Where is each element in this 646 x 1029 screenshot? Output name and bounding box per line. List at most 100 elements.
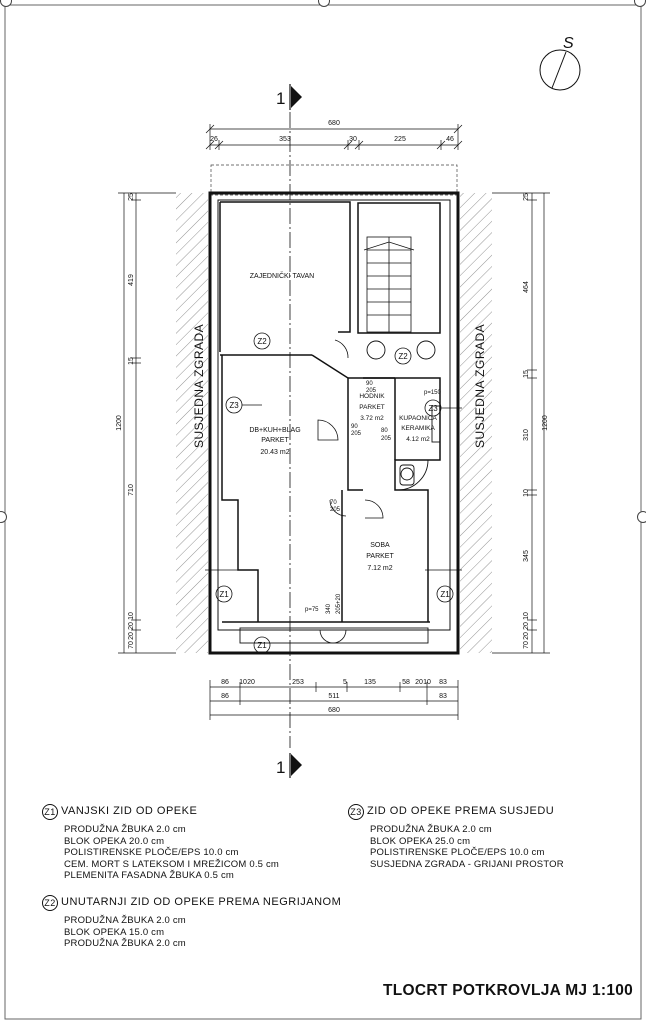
tag-z1-c: Z1 <box>257 641 267 650</box>
legend-z3-title: ZID OD OPEKE PREMA SUSJEDU <box>367 805 555 818</box>
section-label-top: 1 <box>276 89 285 108</box>
dim-left-total: 1200 <box>116 415 123 431</box>
dim-right-5: 10 <box>523 489 530 497</box>
dim-top-total: 680 <box>328 120 340 127</box>
window-label-2b: 340 <box>326 603 332 614</box>
dim-top-5: 46 <box>446 136 454 143</box>
dim-left-4: 710 <box>128 484 135 496</box>
dim-top-2: 353 <box>279 136 291 143</box>
tag-z1-b: Z1 <box>440 590 450 599</box>
legend-z2-title: UNUTARNJI ZID OD OPEKE PREMA NEGRIJANOM <box>61 896 342 909</box>
tag-z2-a: Z2 <box>257 337 267 346</box>
north-label: S <box>563 35 574 52</box>
dim-left-8: 70 <box>128 641 135 649</box>
window-label-1: p=150 <box>424 390 442 396</box>
legend-z2-line: PRODUŽNA ŽBUKA 2.0 cm <box>64 915 186 926</box>
room-bath-area: 4.12 m2 <box>406 436 430 443</box>
room-bedroom-area: 7.12 m2 <box>367 565 392 572</box>
dims-top <box>205 124 463 150</box>
legend-z3-line: SUSJEDNA ZGRADA - GRIJANI PROSTOR <box>370 858 564 870</box>
room-bedroom-floor: PARKET <box>366 553 394 560</box>
dim-top-3: 30 <box>349 136 357 143</box>
dim-bot-1: 86 <box>221 679 229 686</box>
door-label-1b: 205 <box>366 388 377 394</box>
bathroom-fixtures <box>366 340 441 491</box>
dims-left <box>118 192 176 654</box>
room-hall-area: 3.72 m2 <box>360 415 384 422</box>
attic-walls <box>219 201 351 352</box>
legend-z3-line: PRODUŽNA ŽBUKA 2.0 cm <box>370 824 492 835</box>
dim-right-total: 1200 <box>542 415 549 431</box>
dim-bot-8: 20 <box>415 679 423 686</box>
door-label-1: 90 <box>366 381 373 387</box>
dim-bot-6: 135 <box>364 679 376 686</box>
dim-left-2: 419 <box>128 274 135 286</box>
legend-z2-line: PRODUŽNA ŽBUKA 2.0 cm <box>64 938 186 949</box>
legend-z1-line: PLEMENITA FASADNA ŽBUKA 0.5 cm <box>64 870 235 881</box>
window-label-2c: 205+20 <box>336 593 342 614</box>
room-living-floor: PARKET <box>261 437 289 444</box>
window-label-2: p=75 <box>305 607 319 613</box>
dim-right-4: 310 <box>523 429 530 441</box>
room-living-name: DB+KUH+BLAG <box>249 427 300 434</box>
balcony-edge <box>239 627 429 644</box>
dim-right-10: 70 <box>523 641 530 649</box>
legend-z1-line: PRODUŽNA ŽBUKA 2.0 cm <box>64 824 186 835</box>
north-arrow-icon: S <box>539 35 581 91</box>
legend-z3-line: BLOK OPEKA 25.0 cm <box>370 835 471 847</box>
roof-outline <box>210 164 458 196</box>
room-bedroom-name: SOBA <box>370 542 390 549</box>
door-label-2: 90 <box>351 424 358 430</box>
dim-top-4: 225 <box>394 136 406 143</box>
dim-bot-2: 10 <box>239 679 247 686</box>
dim-right-7: 10 <box>523 612 530 620</box>
dim-left-3: 15 <box>128 357 135 365</box>
dim-left-7: 20 <box>128 632 135 640</box>
legend-z2-line: BLOK OPEKA 15.0 cm <box>64 926 165 938</box>
room-hall-name: HODNIK <box>359 393 385 400</box>
door-label-2b: 205 <box>351 431 362 437</box>
door-label-4: 70 <box>330 500 337 506</box>
dim-bot-r2-1: 86 <box>221 693 229 700</box>
tag-z2-b: Z2 <box>398 352 408 361</box>
dim-bot-9: 10 <box>423 679 431 686</box>
outer-walls <box>208 191 460 655</box>
neighbor-building-left <box>176 193 208 653</box>
dim-bot-total: 680 <box>328 707 340 714</box>
section-label-bottom: 1 <box>276 758 285 777</box>
dims-right <box>492 192 550 654</box>
dim-bot-10: 83 <box>439 679 447 686</box>
neighbor-building-right <box>460 193 492 653</box>
neighbor-label-left: SUSJEDNA ZGRADA <box>192 324 206 448</box>
room-attic-name: ZAJEDNIČKI TAVAN <box>250 271 314 280</box>
tag-z1-a: Z1 <box>219 590 229 599</box>
legend-z2-code: Z2 <box>42 895 58 911</box>
section-marker-top: 1 <box>276 84 302 110</box>
dim-bot-r2-3: 83 <box>439 693 447 700</box>
legend-z1-code: Z1 <box>42 804 58 820</box>
room-hall-floor: PARKET <box>359 404 385 411</box>
tag-z3-b: Z3 <box>428 404 438 413</box>
dim-bot-3: 20 <box>247 679 255 686</box>
legend-z3-line: POLISTIRENSKE PLOČE/EPS 10.0 cm <box>370 847 545 858</box>
dim-right-3: 15 <box>523 370 530 378</box>
resize-handle-right[interactable] <box>637 511 646 523</box>
door-labels: 90 205 90 205 80 205 70 205 p=150 p=75 3… <box>305 381 442 614</box>
room-living-area: 20.43 m2 <box>260 449 289 456</box>
door-label-3b: 205 <box>381 436 392 442</box>
wall-tags <box>215 332 462 654</box>
dim-right-8: 20 <box>523 622 530 630</box>
interior-walls <box>221 354 441 623</box>
dim-right-2: 464 <box>523 281 530 293</box>
dim-top-1: 26 <box>210 136 218 143</box>
tag-z3-a: Z3 <box>229 401 239 410</box>
door-swings <box>317 339 384 644</box>
door-label-3: 80 <box>381 428 388 434</box>
dim-right-9: 20 <box>523 632 530 640</box>
neighbor-label-right: SUSJEDNA ZGRADA <box>473 324 487 448</box>
